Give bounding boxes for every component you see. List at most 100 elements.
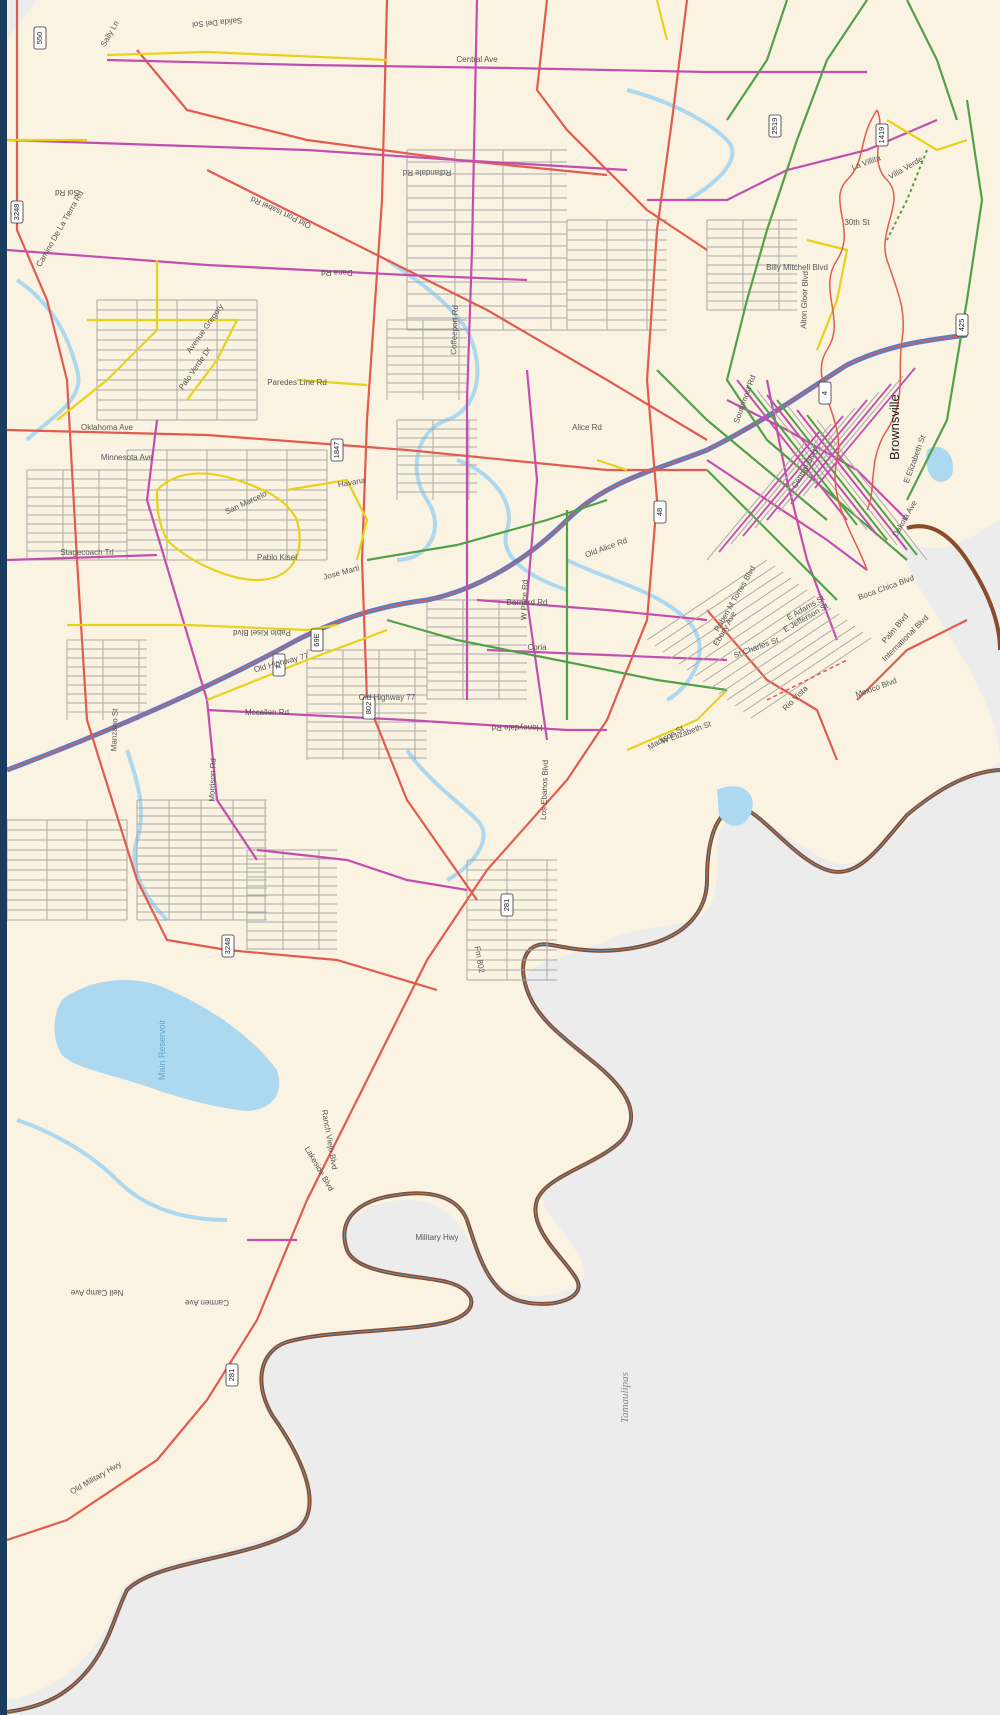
- shield-number: 1419: [877, 127, 886, 144]
- road-label: Rdlandale Rd: [403, 168, 451, 177]
- downtown-street: [742, 415, 844, 537]
- road-label: Honeydale Rd: [492, 723, 543, 732]
- highway-shield: 425: [955, 313, 969, 337]
- resaca-3: [456, 458, 568, 592]
- shield-number: 425: [957, 319, 966, 332]
- downtown-street: [654, 565, 776, 647]
- highway-shield: 3248: [10, 200, 24, 224]
- downtown-street: [814, 367, 916, 489]
- downtown-street: [736, 379, 848, 521]
- road-label: Pablo Kisel: [257, 553, 297, 562]
- pond-2: [926, 446, 953, 482]
- downtown-street: [730, 423, 832, 545]
- resaca-2: [385, 258, 480, 562]
- window-edge: [0, 0, 7, 1715]
- road-label: Nell Camp Ave: [70, 1288, 123, 1297]
- state-green-roads: [366, 0, 984, 720]
- road-label: Coria: [527, 643, 547, 652]
- road-label: Old Highway 77: [359, 693, 416, 702]
- highway-shield: 2519: [768, 114, 782, 138]
- downtown-street: [646, 559, 768, 641]
- road-label: Mccallen Rd: [245, 708, 289, 717]
- downtown-street: [766, 399, 868, 521]
- downtown-street: [802, 375, 904, 497]
- road-label: 30th St: [844, 218, 870, 227]
- rio-grande-river-line: [7, 769, 1000, 1713]
- downtown-street: [776, 399, 888, 541]
- road-label: Military Hwy: [415, 1233, 458, 1242]
- local-yellow-roads: [7, 0, 968, 752]
- shield-number: 3248: [223, 938, 232, 955]
- downtown-street: [702, 601, 824, 683]
- road-label: Pablo Kisel Blvd: [233, 628, 291, 637]
- highway-shield: 1847: [330, 438, 344, 462]
- road-label: Camino De La Tierra Rd: [34, 189, 85, 268]
- road-label: Minnesota Ave: [101, 453, 154, 462]
- downtown-street: [790, 383, 892, 505]
- downtown-street: [746, 384, 858, 526]
- shield-number: 77: [274, 661, 283, 669]
- downtown-street: [686, 589, 808, 671]
- downtown-grid: [646, 367, 928, 719]
- shield-number: 281: [227, 1369, 236, 1382]
- downtown-street: [694, 595, 816, 677]
- highway-shield: 4: [818, 381, 832, 405]
- shield-number: 550: [35, 32, 44, 45]
- road-label: Ruben M Torres Blvd: [712, 564, 757, 633]
- downtown-street: [796, 409, 908, 551]
- road-label: Barnard Rd: [507, 598, 548, 607]
- downtown-street: [710, 607, 832, 689]
- road-label: Coffeeport Rd: [449, 305, 460, 355]
- road-label: Carmen Ave: [185, 1298, 229, 1307]
- road-label: Alton Gloor Blvd: [799, 271, 810, 329]
- road-label: Salida Del Sol: [192, 16, 243, 29]
- downtown-street: [726, 619, 848, 701]
- road-label: La Villita: [850, 153, 882, 172]
- road-label: Morrison Rd: [207, 758, 218, 802]
- downtown-street: [786, 404, 898, 546]
- downtown-street: [766, 394, 878, 536]
- region-label: Tamaulipas: [619, 1372, 631, 1423]
- road-label: Oklahoma Ave: [81, 423, 133, 432]
- road-label: Sally Ln: [99, 19, 121, 48]
- road-label: Sol Rd: [55, 188, 79, 197]
- shield-number: 69E: [312, 633, 321, 646]
- road-label: Old Military Hwy: [68, 1459, 123, 1496]
- highway-shield: 281: [225, 1363, 239, 1387]
- downtown-street: [670, 577, 792, 659]
- downtown-street: [662, 571, 784, 653]
- highway-shield: 802: [362, 696, 376, 720]
- interstate-69e-center: [7, 334, 968, 771]
- downtown-street: [742, 631, 864, 713]
- road-label: Boca Chica Blvd: [857, 573, 915, 602]
- road-label: E Elizabeth St: [902, 433, 928, 484]
- resaca-8: [566, 558, 702, 702]
- resaca-4: [626, 88, 735, 202]
- road-label: Dana Rd: [321, 268, 353, 277]
- shield-number: 281: [502, 899, 511, 912]
- highway-shields: 5503248184769E80277482519141944252813248…: [10, 26, 969, 1387]
- downtown-street: [754, 407, 856, 529]
- shield-number: 2519: [770, 118, 779, 135]
- highway-shield: 281: [500, 893, 514, 917]
- road-label: Paredes Line Rd: [267, 378, 327, 387]
- shield-number: 3248: [12, 204, 21, 221]
- road-label: Southmost Rd: [732, 374, 758, 425]
- map-svg: 5503248184769E80277482519141944252813248…: [7, 0, 1000, 1715]
- downtown-street: [678, 583, 800, 665]
- pond-1: [717, 786, 753, 826]
- highway-shield: 1419: [875, 123, 889, 147]
- city-limit-dashed: [766, 659, 848, 701]
- downtown-street: [706, 439, 808, 561]
- highway-shield: 550: [33, 26, 47, 50]
- road-label: Manzano St: [109, 708, 120, 752]
- downtown-street: [734, 625, 856, 707]
- road-label: Billy Mitchell Blvd: [766, 263, 828, 272]
- mexico-area-top: [7, 0, 37, 40]
- city-boundary: [820, 109, 905, 571]
- resaca-1: [15, 278, 81, 442]
- shield-number: 1847: [332, 442, 341, 459]
- highway-shield: 69E: [310, 628, 324, 652]
